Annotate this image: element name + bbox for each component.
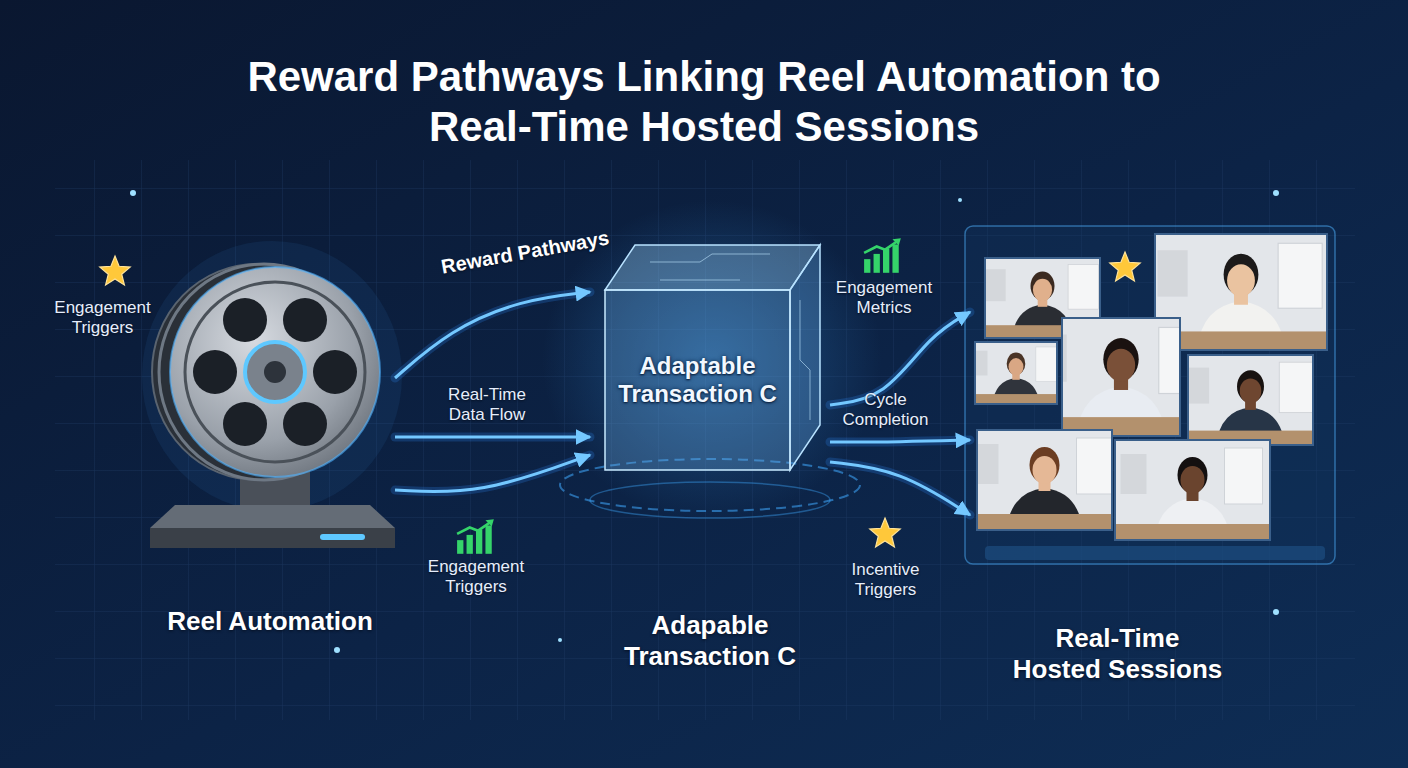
illustrated-node: Reel Automation — [145, 200, 395, 650]
edge-label: Engagement Metrics — [818, 278, 950, 318]
icons-part — [457, 519, 494, 554]
sparkles-part — [1273, 190, 1279, 196]
reel-illustration-part — [313, 350, 357, 394]
sparkles-part — [334, 647, 340, 653]
connector-glow — [395, 292, 590, 378]
video-session-grid-part — [1113, 440, 1273, 540]
connector-glow — [830, 462, 970, 515]
transaction-cube-part — [790, 245, 820, 470]
transaction-cube-part — [590, 482, 830, 518]
node-heading: Adapable Transaction C — [590, 610, 830, 672]
reel-illustration-part — [150, 528, 395, 548]
connector-group — [395, 292, 590, 378]
connector-group — [395, 455, 590, 492]
node-heading: Real-Time Hosted Sessions — [1010, 623, 1225, 685]
flow-arrow — [395, 436, 590, 439]
flow-arrow — [395, 292, 590, 378]
video-session-grid-part — [975, 342, 1057, 404]
connector-glow — [830, 440, 970, 442]
icons-part — [100, 256, 130, 285]
icons — [100, 238, 1140, 554]
transaction-cube-part — [605, 290, 790, 470]
video-session-grid-part — [1115, 440, 1270, 540]
sparkles-part — [558, 638, 562, 642]
video-session-grid-part — [965, 226, 1335, 564]
connector-group — [830, 440, 970, 442]
reel-illustration — [142, 241, 402, 548]
edge-label: Real-Time Data Flow — [432, 385, 542, 425]
reel-illustration-part — [185, 282, 365, 462]
reel-illustration-part — [150, 505, 395, 528]
flow-arrow — [830, 440, 970, 442]
diagram-title: Reward Pathways Linking Reel Automation … — [224, 52, 1184, 152]
reel-illustration-part — [264, 361, 286, 383]
video-session-grid-part — [966, 342, 1065, 404]
connector-group — [830, 462, 970, 515]
video-session-grid-part — [1062, 318, 1180, 436]
reel-illustration-part — [283, 298, 327, 342]
connector-glow — [395, 433, 590, 442]
reel-illustration-part — [320, 534, 365, 540]
grid — [55, 160, 1355, 720]
flow-arrow — [395, 455, 590, 492]
edge-label: Incentive Triggers — [833, 560, 938, 600]
reel-illustration-part — [170, 267, 380, 477]
annotation-label: Engagement Triggers — [40, 298, 165, 338]
video-session-grid-part — [965, 430, 1125, 530]
video-session-grid-part — [985, 546, 1325, 560]
sparkles-part — [130, 190, 136, 196]
icons-part — [870, 518, 900, 547]
video-session-grid-part — [1188, 355, 1313, 445]
illustrated-node: Real-Time Hosted Sessions — [970, 225, 1335, 689]
edge-label: Reward Pathways — [435, 227, 616, 278]
icons-part — [864, 238, 901, 273]
reel-illustration-part — [283, 402, 327, 446]
icons-part — [1110, 252, 1140, 281]
edge-label: Engagement Triggers — [412, 557, 540, 597]
reel-illustration-part — [142, 241, 402, 511]
connector-group — [395, 437, 590, 438]
cube-text: Adaptable Transaction C — [605, 290, 790, 470]
reel-illustration-part — [193, 350, 237, 394]
flow-arrow — [830, 462, 970, 515]
reel-illustration-part — [245, 342, 305, 402]
connector-glow — [395, 455, 590, 492]
video-session-grid-part — [977, 430, 1112, 530]
sparkles-part — [958, 198, 962, 202]
edge-label: Cycle Completion — [828, 390, 943, 430]
illustrated-node: Adaptable Transaction C Adapable Transact… — [590, 230, 830, 676]
reel-illustration-part — [223, 402, 267, 446]
sparkles-part — [1273, 609, 1279, 615]
node-heading: Reel Automation — [145, 606, 395, 637]
video-session-grid — [965, 226, 1336, 564]
video-session-grid-part — [1179, 355, 1323, 445]
reel-illustration-part — [223, 298, 267, 342]
transaction-cube-part — [605, 245, 820, 290]
